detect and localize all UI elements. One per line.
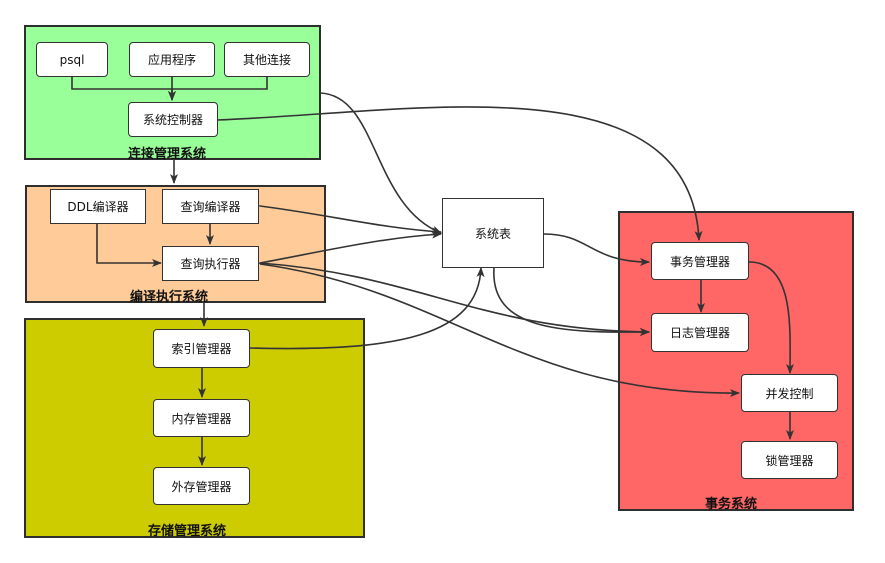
transaction-manager-node: 事务管理器 <box>651 242 749 280</box>
log-manager-node: 日志管理器 <box>651 313 749 352</box>
other-connections-node: 其他连接 <box>224 42 310 77</box>
ddl-compiler-node: DDL编译器 <box>50 189 146 224</box>
psql-node: psql <box>36 42 108 77</box>
edge-connection-to-systable <box>319 92 442 234</box>
memory-manager-node: 内存管理器 <box>153 399 250 437</box>
application-node: 应用程序 <box>129 42 215 77</box>
system-table-node: 系统表 <box>442 198 544 268</box>
concurrency-control-node: 并发控制 <box>741 374 838 412</box>
storage-management-label: 存储管理系统 <box>148 524 227 539</box>
compile-execution-label: 编译执行系统 <box>130 290 209 305</box>
query-executor-node: 查询执行器 <box>162 246 259 281</box>
transaction-system-label: 事务系统 <box>705 497 758 512</box>
index-manager-node: 索引管理器 <box>153 329 250 368</box>
system-controller-node: 系统控制器 <box>128 102 218 137</box>
external-storage-manager-node: 外存管理器 <box>153 467 250 505</box>
lock-manager-node: 锁管理器 <box>741 441 838 479</box>
query-compiler-node: 查询编译器 <box>162 189 259 224</box>
connection-management-label: 连接管理系统 <box>128 147 207 162</box>
